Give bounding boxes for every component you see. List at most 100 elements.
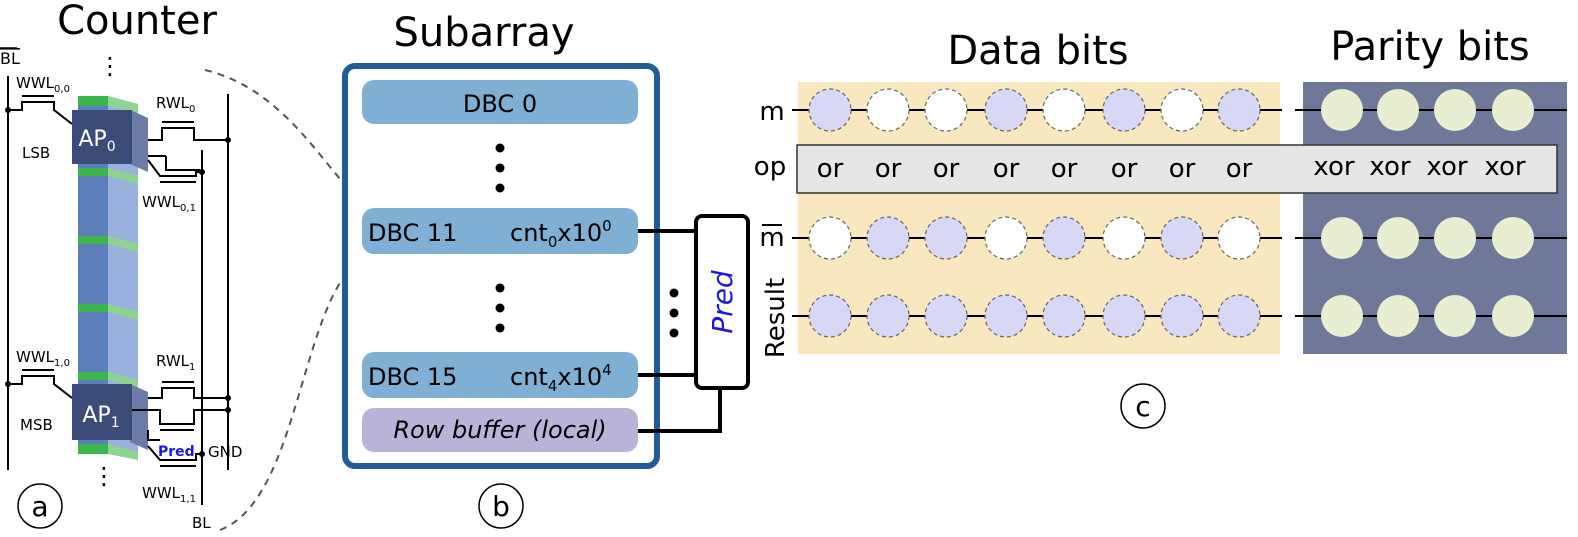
parity-bit-result-3	[1492, 295, 1534, 337]
op-xor-0: xor	[1313, 152, 1354, 182]
badge-c-circle	[1120, 383, 1166, 429]
parity-bits-title: Parity bits	[1330, 24, 1530, 70]
op-or-2: or	[933, 154, 960, 184]
dbc11-box	[362, 208, 638, 254]
parity-bit-m-3	[1492, 89, 1534, 131]
ap1-label: AP1	[82, 403, 119, 431]
cnt0-label: cnt0x100	[510, 217, 612, 251]
parity-bit-mbar-1	[1377, 217, 1419, 259]
op-or-0: or	[817, 154, 844, 184]
data-bits-title: Data bits	[947, 28, 1128, 74]
column-top-ellipsis: ⋮	[98, 52, 122, 80]
column-side	[108, 96, 138, 460]
bit-result-2	[924, 294, 968, 338]
subarray-frame	[342, 63, 660, 469]
bit-mbar-4	[1042, 216, 1086, 260]
bit-m-4	[1042, 88, 1086, 132]
bit-result-5	[1102, 294, 1146, 338]
bit-mbar-2	[924, 216, 968, 260]
bit-result-1	[866, 294, 910, 338]
parity-bit-m-0	[1321, 89, 1363, 131]
bit-result-7	[1217, 294, 1261, 338]
bit-m-1	[866, 88, 910, 132]
dbc-ellipsis-bottom	[495, 283, 505, 333]
rwl0-label: RWL0	[156, 94, 195, 115]
bit-mbar-1	[866, 216, 910, 260]
bit-m-0	[808, 88, 852, 132]
dbc0-box	[362, 80, 638, 124]
bit-mbar-0	[808, 216, 852, 260]
parity-bit-mbar-2	[1434, 217, 1476, 259]
parity-bit-result-1	[1377, 295, 1419, 337]
wwl10-label: WWL1,0	[16, 348, 70, 369]
dbc0-label: DBC 0	[463, 90, 537, 118]
counter-title: Counter	[57, 0, 217, 44]
parity-bit-m-1	[1377, 89, 1419, 131]
op-or-4: or	[1051, 154, 1078, 184]
row-label-mbar: m	[759, 223, 784, 253]
row-buffer-label: Row buffer (local)	[393, 416, 606, 444]
counter-wiring	[7, 76, 229, 505]
panel-subarray: Subarray DBC 0 DBC 11 cnt0x100 DBC 15 cn…	[342, 10, 750, 529]
op-or-3: or	[993, 154, 1020, 184]
bit-mbar-6	[1160, 216, 1204, 260]
op-bar	[796, 144, 1558, 194]
badge-a-circle	[17, 483, 63, 529]
op-xor-3: xor	[1484, 152, 1525, 182]
parity-bit-result-0	[1321, 295, 1363, 337]
counter-nodes	[5, 107, 231, 457]
badge-a: a	[31, 490, 48, 523]
pred-label-b: Pred	[706, 270, 739, 334]
dbc15-box	[362, 352, 638, 398]
badge-c: c	[1135, 390, 1150, 423]
bit-rows	[792, 88, 1567, 338]
bit-m-6	[1160, 88, 1204, 132]
bit-mbar-5	[1102, 216, 1146, 260]
bit-result-0	[808, 294, 852, 338]
ap1-block	[72, 384, 132, 440]
parity-bit-mbar-0	[1321, 217, 1363, 259]
badge-b: b	[492, 490, 510, 523]
zoom-connector-bottom	[219, 257, 363, 531]
bl-label: BL	[192, 514, 211, 532]
bit-result-3	[984, 294, 1028, 338]
subarray-title: Subarray	[393, 10, 574, 56]
op-or-5: or	[1111, 154, 1138, 184]
bit-m-7	[1217, 88, 1261, 132]
wwl11-label: WWL1,1	[142, 484, 196, 505]
dbc15-label: DBC 15	[368, 363, 457, 391]
op-or-6: or	[1169, 154, 1196, 184]
bit-m-5	[1102, 88, 1146, 132]
parity-bit-mbar-3	[1492, 217, 1534, 259]
dbc11-label: DBC 11	[368, 219, 457, 247]
column-bottom-ellipsis: ⋮	[92, 462, 116, 490]
pred-label-a: Pred	[158, 444, 195, 460]
op-xor-1: xor	[1369, 152, 1410, 182]
row-label-result: Result	[761, 278, 791, 358]
rwl1-label: RWL1	[156, 352, 195, 373]
dbc-ellipsis-top	[495, 143, 505, 193]
bit-mbar-3	[984, 216, 1028, 260]
bit-result-4	[1042, 294, 1086, 338]
parity-bit-m-2	[1434, 89, 1476, 131]
row-label-m: m	[759, 97, 784, 127]
msb-label: MSB	[20, 416, 53, 434]
bit-m-2	[924, 88, 968, 132]
zoom-connector-top	[204, 69, 363, 201]
lsb-label: LSB	[22, 144, 50, 162]
badge-b-circle	[478, 483, 524, 529]
parity-bit-result-2	[1434, 295, 1476, 337]
pred-box	[694, 214, 750, 390]
op-or-1: or	[875, 154, 902, 184]
wwl01-label: WWL0,1	[142, 193, 196, 214]
bl-bar-label: BL	[0, 49, 20, 68]
cnt4-label: cnt4x104	[510, 361, 612, 395]
ap0-label: AP0	[78, 127, 115, 155]
op-or-7: or	[1226, 154, 1253, 184]
pred-ellipsis	[669, 288, 679, 338]
pred-wiring	[638, 229, 722, 433]
row-buffer-box	[362, 408, 638, 452]
